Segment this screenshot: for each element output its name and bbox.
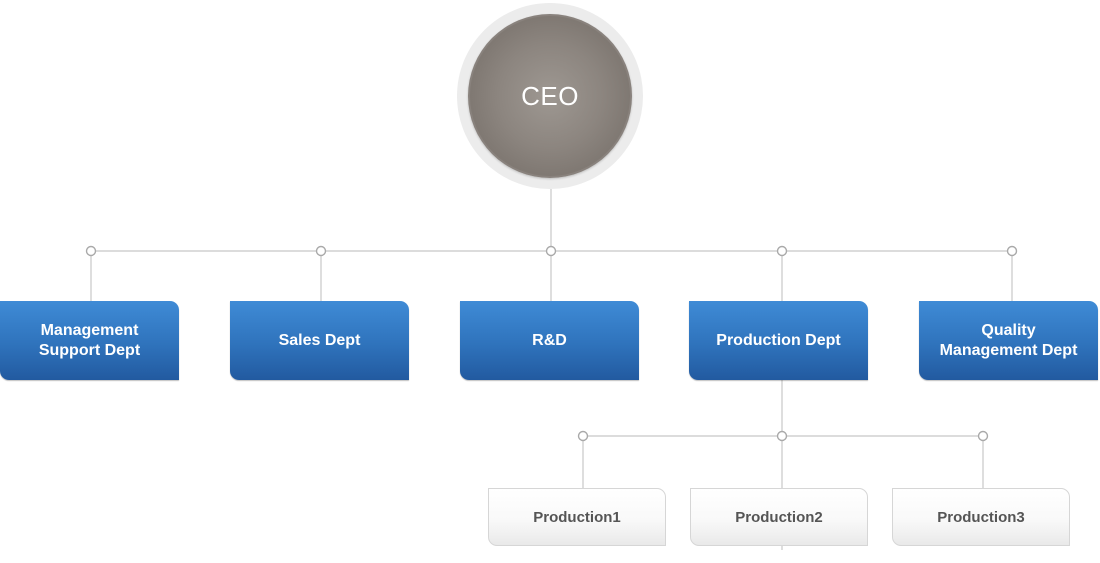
unit-production1[interactable]: Production1 bbox=[488, 488, 666, 546]
junction-node bbox=[315, 245, 327, 257]
unit-label: Production1 bbox=[533, 508, 621, 526]
junction-node bbox=[776, 430, 788, 442]
junction-node bbox=[577, 430, 589, 442]
dept-production[interactable]: Production Dept bbox=[689, 301, 868, 380]
dept-rnd[interactable]: R&D bbox=[460, 301, 639, 380]
unit-label: Production2 bbox=[735, 508, 823, 526]
unit-label: Production3 bbox=[937, 508, 1025, 526]
dept-label: Management Support Dept bbox=[38, 321, 141, 359]
dept-label: Sales Dept bbox=[278, 331, 361, 349]
junction-node bbox=[1006, 245, 1018, 257]
junction-node bbox=[977, 430, 989, 442]
ceo-node-ring: CEO bbox=[457, 3, 643, 189]
unit-production3[interactable]: Production3 bbox=[892, 488, 1070, 546]
junction-node bbox=[85, 245, 97, 257]
unit-production2[interactable]: Production2 bbox=[690, 488, 868, 546]
dept-sales[interactable]: Sales Dept bbox=[230, 301, 409, 380]
ceo-label: CEO bbox=[521, 80, 579, 111]
dept-management-support[interactable]: Management Support Dept bbox=[0, 301, 179, 380]
dept-quality-management[interactable]: Quality Management Dept bbox=[919, 301, 1098, 380]
ceo-node[interactable]: CEO bbox=[468, 14, 632, 178]
dept-label: Production Dept bbox=[716, 331, 841, 349]
dept-label: R&D bbox=[532, 331, 567, 349]
dept-label: Quality Management Dept bbox=[939, 321, 1078, 359]
junction-node bbox=[545, 245, 557, 257]
junction-node bbox=[776, 245, 788, 257]
